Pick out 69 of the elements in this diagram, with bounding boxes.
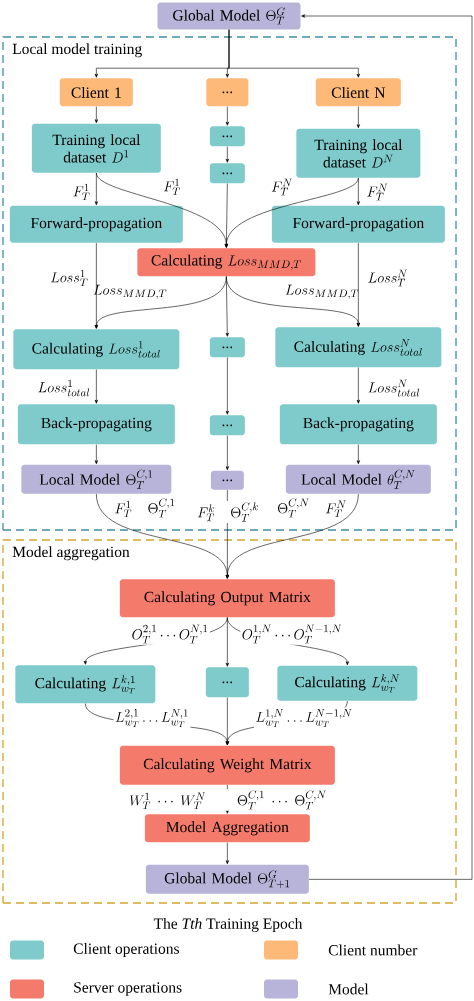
edge-label: $F_T^N$ bbox=[367, 183, 388, 201]
process-box: Training local dataset $D^N$ bbox=[296, 128, 421, 178]
model-box: Local Model $\Theta_T^{C,1}$ bbox=[21, 464, 172, 494]
process-box: Back-propagating bbox=[17, 404, 175, 445]
arrow bbox=[225, 146, 229, 163]
process-box: Calculating $L_{w_T}^{k,N}$ bbox=[277, 665, 418, 701]
server-box: Calculating Weight Matrix bbox=[119, 745, 335, 785]
arrow bbox=[356, 177, 360, 206]
edge-label: $Loss_{MMD,T}$ bbox=[93, 284, 167, 300]
process-box: Forward-propagation bbox=[271, 205, 445, 243]
arrow bbox=[356, 242, 360, 327]
edge-label: $L_{w_T}^{1,N}\ldots L_{w_T}^{N-1,N}$ bbox=[253, 707, 355, 729]
arrow bbox=[356, 367, 360, 404]
server-box: Model Aggregation bbox=[144, 814, 310, 843]
model-box: ... bbox=[210, 470, 244, 490]
edge-label: $W_T^1\ \cdots\ W_T^N\qquad \Theta_T^{C,1}\ \cdots\ \Theta_T^{C,N}$ bbox=[127, 789, 329, 811]
arrow bbox=[356, 444, 360, 465]
model-box: Global Model $\Theta_T^G$ bbox=[157, 2, 301, 30]
arrow bbox=[224, 177, 359, 248]
arrow bbox=[225, 357, 229, 415]
arrow bbox=[94, 276, 227, 329]
edge-label: $\Theta_T^{C,N}\quad F_T^N$ bbox=[278, 498, 346, 518]
process-box: ... bbox=[209, 337, 245, 358]
edge-label: $O_T^{1,N}\cdots O_T^{N-1,N}$ bbox=[240, 623, 344, 645]
arrow bbox=[225, 106, 229, 126]
arrow bbox=[94, 444, 98, 465]
legend-label: Model bbox=[328, 983, 369, 995]
process-box: Training local dataset $D^1$ bbox=[31, 123, 161, 173]
arrow bbox=[225, 842, 229, 865]
server-box: Calculating Output Matrix bbox=[119, 579, 335, 618]
process-box: Back-propagating bbox=[279, 404, 437, 445]
process-box: ... bbox=[205, 667, 249, 698]
edge-label: $L_{w_T}^{2,1}\ldots L_{w_T}^{N,1}$ bbox=[113, 707, 191, 729]
edge-label: $Loss_T^N$ bbox=[368, 269, 407, 287]
caption: The Tth Training Epoch bbox=[153, 917, 303, 933]
arrow bbox=[356, 106, 360, 129]
edge-label: $Loss_{MMD,T}$ bbox=[285, 284, 359, 300]
client-box: ... bbox=[206, 78, 249, 107]
process-box: Forward-propagation bbox=[9, 205, 183, 243]
process-box: Calculating $Loss_{total}^1$ bbox=[13, 329, 180, 370]
arrow bbox=[225, 435, 229, 471]
arrow bbox=[301, 14, 473, 880]
arrow bbox=[94, 369, 98, 404]
edge-label: $O_T^{2,1}\cdots O_T^{N,1}$ bbox=[130, 623, 210, 645]
legend-label: Client operations bbox=[73, 943, 179, 958]
process-box: ... bbox=[209, 415, 245, 436]
model-box: Global Model $\Theta_{T+1}^G$ bbox=[145, 864, 309, 894]
edge-label: $Loss_{total}^1$ bbox=[38, 379, 90, 397]
arrow bbox=[94, 106, 98, 124]
client-box: Client N bbox=[315, 78, 401, 107]
model-box: Local Model $\theta_T^{C,N}$ bbox=[285, 464, 431, 494]
edge-label: $F_T^1\quad \Theta_T^{C,1}$ bbox=[115, 498, 175, 518]
legend-label: Client number bbox=[328, 944, 418, 956]
process-box: ... bbox=[209, 126, 245, 147]
edge-label: $F_T^1$ bbox=[163, 178, 181, 196]
edge-label: $Loss_T^1$ bbox=[50, 269, 88, 287]
process-box: Calculating $Loss_{total}^N$ bbox=[275, 327, 442, 368]
edge-label: $F_T^k\quad \Theta_T^{C,k}$ bbox=[195, 501, 261, 523]
arrow bbox=[224, 183, 229, 248]
process-box: ... bbox=[209, 163, 245, 184]
arrow bbox=[225, 493, 359, 579]
edge-label: $Loss_{total}^N$ bbox=[368, 379, 420, 397]
process-box: Calculating $L_{w_T}^{k,1}$ bbox=[15, 665, 156, 704]
edge-label: $F_T^1$ bbox=[73, 183, 90, 201]
arrow bbox=[228, 29, 360, 78]
server-box: Calculating $Loss_{MMD,T}$ bbox=[137, 248, 316, 277]
legend-label: Server operations bbox=[74, 982, 182, 996]
client-box: Client 1 bbox=[59, 78, 133, 107]
edge-label: $F_T^N$ bbox=[271, 178, 292, 196]
